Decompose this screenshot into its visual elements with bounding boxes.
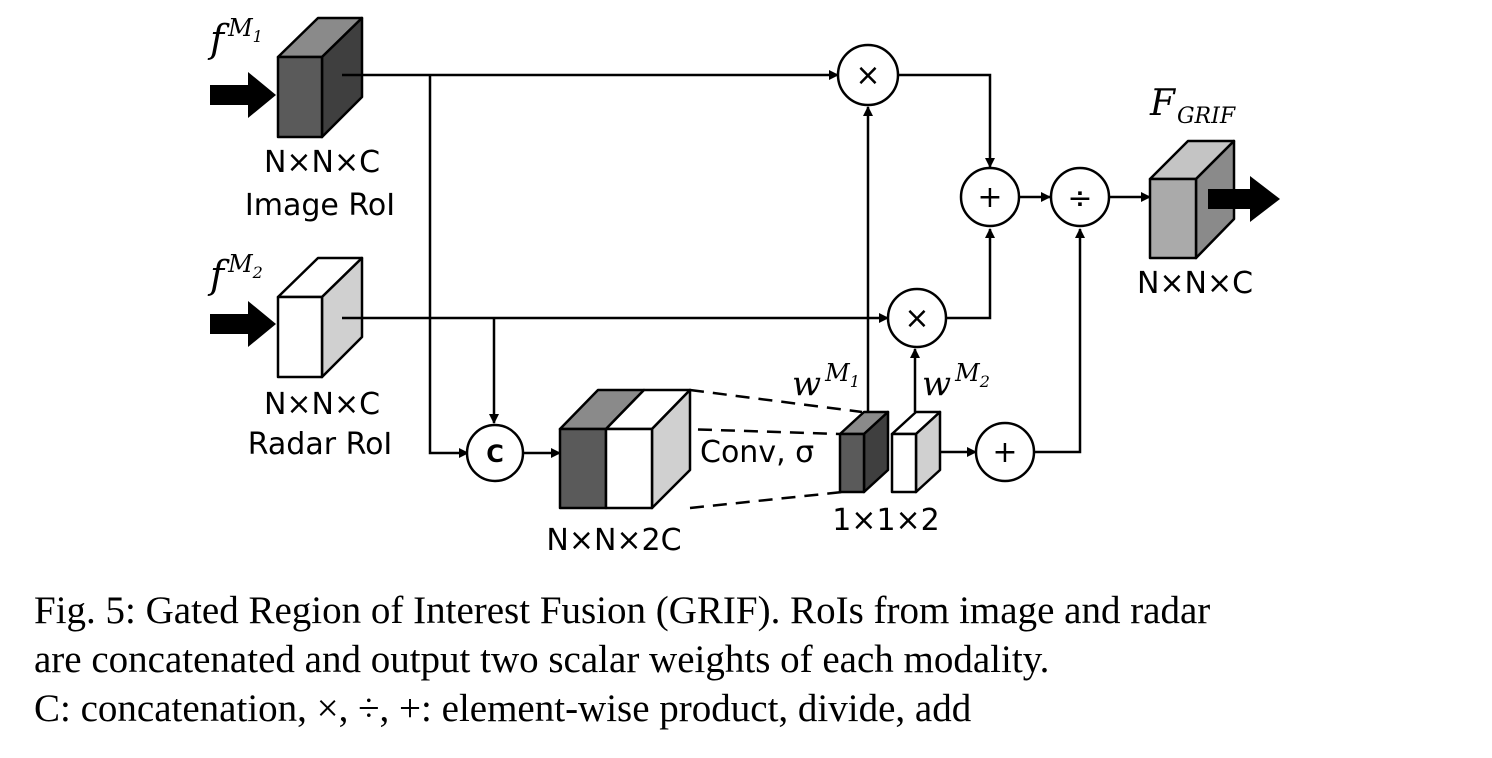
multiply-top-node: × — [836, 43, 900, 107]
image-to-concat-line — [428, 75, 469, 458]
divide-symbol: ÷ — [1067, 181, 1092, 216]
caption-line-3: C: concatenation, ×, ÷, +: element-wise … — [34, 687, 972, 730]
add-symbol: + — [977, 180, 1002, 215]
concat-feature-block — [558, 388, 692, 510]
radar-roi-size-label: N×N×C — [264, 387, 380, 422]
concat-symbol: C — [486, 440, 504, 468]
output-size-label: N×N×C — [1137, 266, 1253, 301]
multiply-bottom-to-add-line — [947, 228, 995, 320]
concat-node: C — [465, 423, 525, 483]
multiply-bottom-node: × — [886, 287, 948, 349]
multiply-symbol: × — [855, 58, 880, 93]
caption-line-2: are concatenated and output two scalar w… — [34, 638, 1050, 681]
image-roi-size-label: N×N×C — [264, 145, 380, 180]
concat-size-label: N×N×2C — [546, 523, 681, 558]
add-node: + — [959, 166, 1021, 228]
weight-w2-cube — [890, 410, 942, 494]
radar-roi-name-label: Radar RoI — [248, 427, 393, 462]
conv-label: Conv, σ — [700, 435, 814, 470]
sum-to-divide-line — [1034, 228, 1085, 454]
weights-size-label: 1×1×2 — [832, 503, 940, 538]
image-roi-cube — [276, 16, 364, 139]
weight-sum-node: + — [974, 421, 1036, 483]
weight-w1-cube — [838, 410, 890, 494]
connections — [342, 70, 1151, 458]
figure-caption: Fig. 5: Gated Region of Interest Fusion … — [34, 586, 1474, 733]
image-roi-name-label: Image RoI — [245, 188, 395, 223]
radar-input-arrow — [210, 301, 276, 347]
multiply-symbol: × — [904, 301, 929, 336]
multiply-top-to-add-line — [899, 73, 995, 168]
caption-line-1: Fig. 5: Gated Region of Interest Fusion … — [34, 589, 1211, 632]
add-symbol: + — [992, 435, 1017, 470]
image-input-arrow — [210, 72, 276, 118]
divide-node: ÷ — [1049, 166, 1111, 228]
output-arrow — [1208, 176, 1280, 222]
output-symbol: FGRIF — [1149, 83, 1236, 129]
